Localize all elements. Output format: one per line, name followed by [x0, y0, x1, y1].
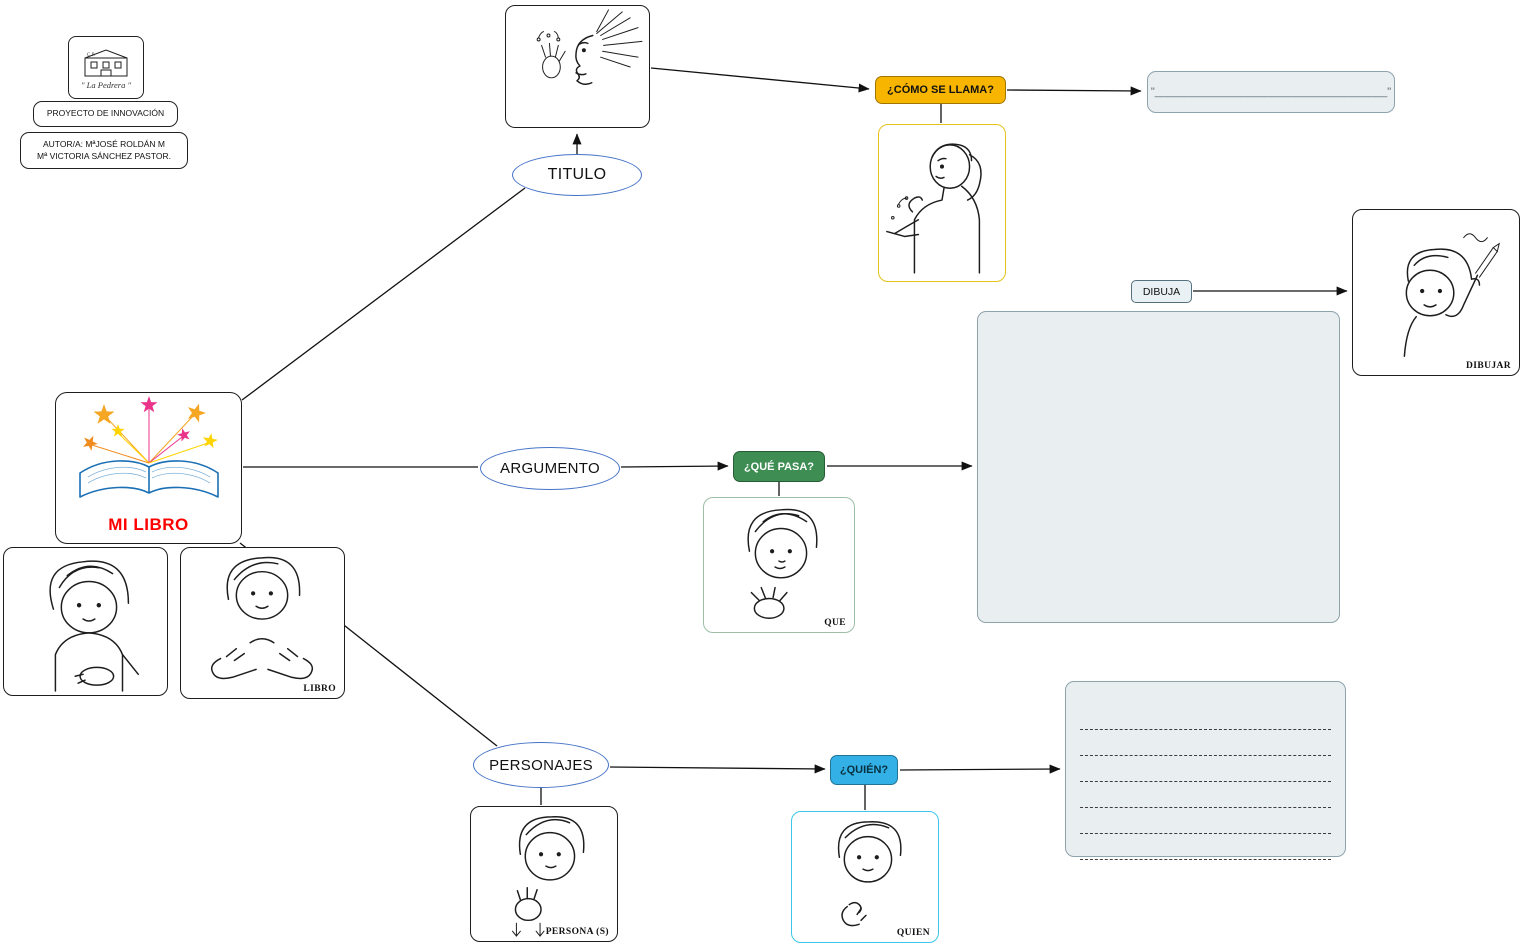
personajes-answer-box[interactable]: [1065, 681, 1346, 860]
que-caption: QUE: [824, 618, 846, 628]
woman-signing-drawing: [886, 143, 982, 274]
question-quien-label: ¿QUIÉN?: [839, 764, 889, 776]
dibujar-sign-image[interactable]: DIBUJAR: [1352, 209, 1520, 376]
titulo-sign-image[interactable]: [505, 5, 650, 128]
dashed-line: [1080, 808, 1331, 834]
dashed-line: [1080, 730, 1331, 756]
node-personajes[interactable]: PERSONAJES: [473, 742, 609, 788]
libro-sign-image[interactable]: LIBRO: [180, 547, 345, 699]
boy-signing-drawing: [49, 560, 140, 692]
que-sign-drawing: [747, 508, 818, 619]
mi-libro-label: MI LIBRO: [108, 515, 189, 534]
question-como-se-llama[interactable]: ¿CÓMO SE LLAMA?: [875, 76, 1006, 104]
dibujar-drawing: [1403, 233, 1501, 357]
dashed-line: [1080, 834, 1331, 860]
question-que-pasa[interactable]: ¿QUÉ PASA?: [733, 451, 825, 482]
school-name: " La Pedrera ": [80, 79, 132, 90]
quien-sign-drawing: [837, 821, 902, 927]
node-dibuja[interactable]: DIBUJA: [1131, 280, 1192, 303]
authors-box[interactable]: AUTOR/A: MªJOSÉ ROLDÁN M Mª VICTORIA SÁN…: [20, 132, 188, 169]
dibujar-caption: DIBUJAR: [1465, 361, 1511, 371]
school-logo: C.P. " La Pedrera ": [68, 36, 144, 99]
school-building-icon: C.P.: [84, 48, 128, 76]
node-personajes-label: PERSONAJES: [489, 756, 593, 774]
titulo-answer-placeholder: "______________________________________": [1150, 86, 1392, 98]
logo-cp-text: C.P.: [87, 53, 95, 58]
authors-line2: Mª VICTORIA SÁNCHEZ PASTOR.: [37, 150, 171, 161]
libro-sign-drawing: [210, 556, 314, 680]
authors-line1: AUTOR/A: MªJOSÉ ROLDÁN M: [42, 139, 165, 150]
question-quien[interactable]: ¿QUIÉN?: [830, 755, 898, 785]
node-titulo[interactable]: TITULO: [512, 154, 642, 196]
titulo-answer-box[interactable]: "______________________________________": [1147, 71, 1395, 113]
open-book-stars-drawing: [79, 396, 219, 498]
persona-sign-drawing: [511, 816, 585, 937]
persona-sign-image[interactable]: PERSONA (S): [470, 806, 618, 942]
project-label-box[interactable]: PROYECTO DE INNOVACIÓN: [33, 101, 178, 127]
question-como-se-llama-label: ¿CÓMO SE LLAMA?: [887, 84, 994, 96]
question-que-pasa-label: ¿QUÉ PASA?: [743, 460, 815, 473]
persona-caption: PERSONA (S): [545, 927, 609, 937]
boy-signing-image[interactable]: [3, 547, 168, 696]
node-titulo-label: TITULO: [547, 166, 607, 183]
titulo-sign-drawing: [536, 9, 643, 86]
como-se-llama-sign-image[interactable]: [878, 124, 1006, 282]
libro-caption: LIBRO: [303, 684, 336, 694]
quien-caption: QUIEN: [896, 928, 930, 938]
dashed-line: [1080, 756, 1331, 782]
dashed-line: [1080, 782, 1331, 808]
project-label: PROYECTO DE INNOVACIÓN: [46, 108, 165, 119]
node-mi-libro[interactable]: MI LIBRO: [55, 392, 242, 544]
node-argumento[interactable]: ARGUMENTO: [480, 447, 620, 490]
que-sign-image[interactable]: QUE: [703, 497, 855, 633]
dashed-line: [1080, 704, 1331, 730]
argumento-answer-box[interactable]: [977, 311, 1340, 623]
node-argumento-label: ARGUMENTO: [500, 460, 600, 477]
node-dibuja-label: DIBUJA: [1142, 285, 1181, 298]
quien-sign-image[interactable]: QUIEN: [791, 811, 939, 943]
